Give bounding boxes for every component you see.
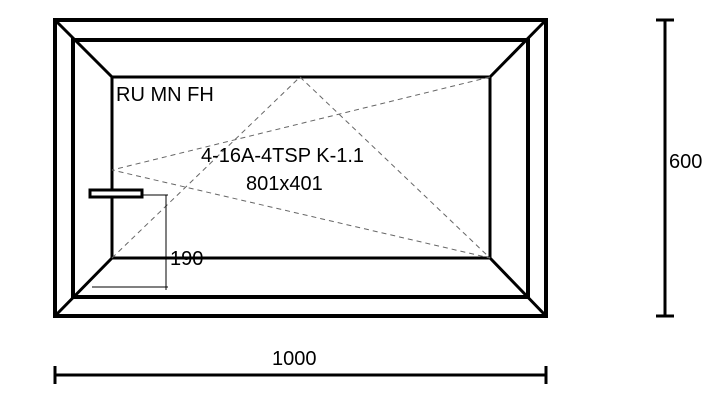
glass-formula-label: 4-16A-4TSP K-1.1	[201, 145, 365, 167]
height-dimension-line	[656, 18, 674, 318]
glass-pane	[110, 75, 492, 260]
handle-height-label: 190	[170, 248, 204, 270]
glass-size-label: 801x401	[246, 173, 323, 195]
width-dimension-line	[53, 366, 548, 384]
corner-miters	[53, 18, 548, 318]
sash-frame	[71, 38, 530, 299]
height-dimension-label: 600	[669, 151, 703, 173]
opening-lines	[111, 76, 491, 259]
handle	[88, 188, 144, 199]
outer-frame	[53, 18, 548, 318]
handle-dimension	[92, 194, 168, 290]
width-dimension-label: 1000	[272, 348, 317, 370]
profile-code-label: RU MN FH	[116, 84, 214, 106]
